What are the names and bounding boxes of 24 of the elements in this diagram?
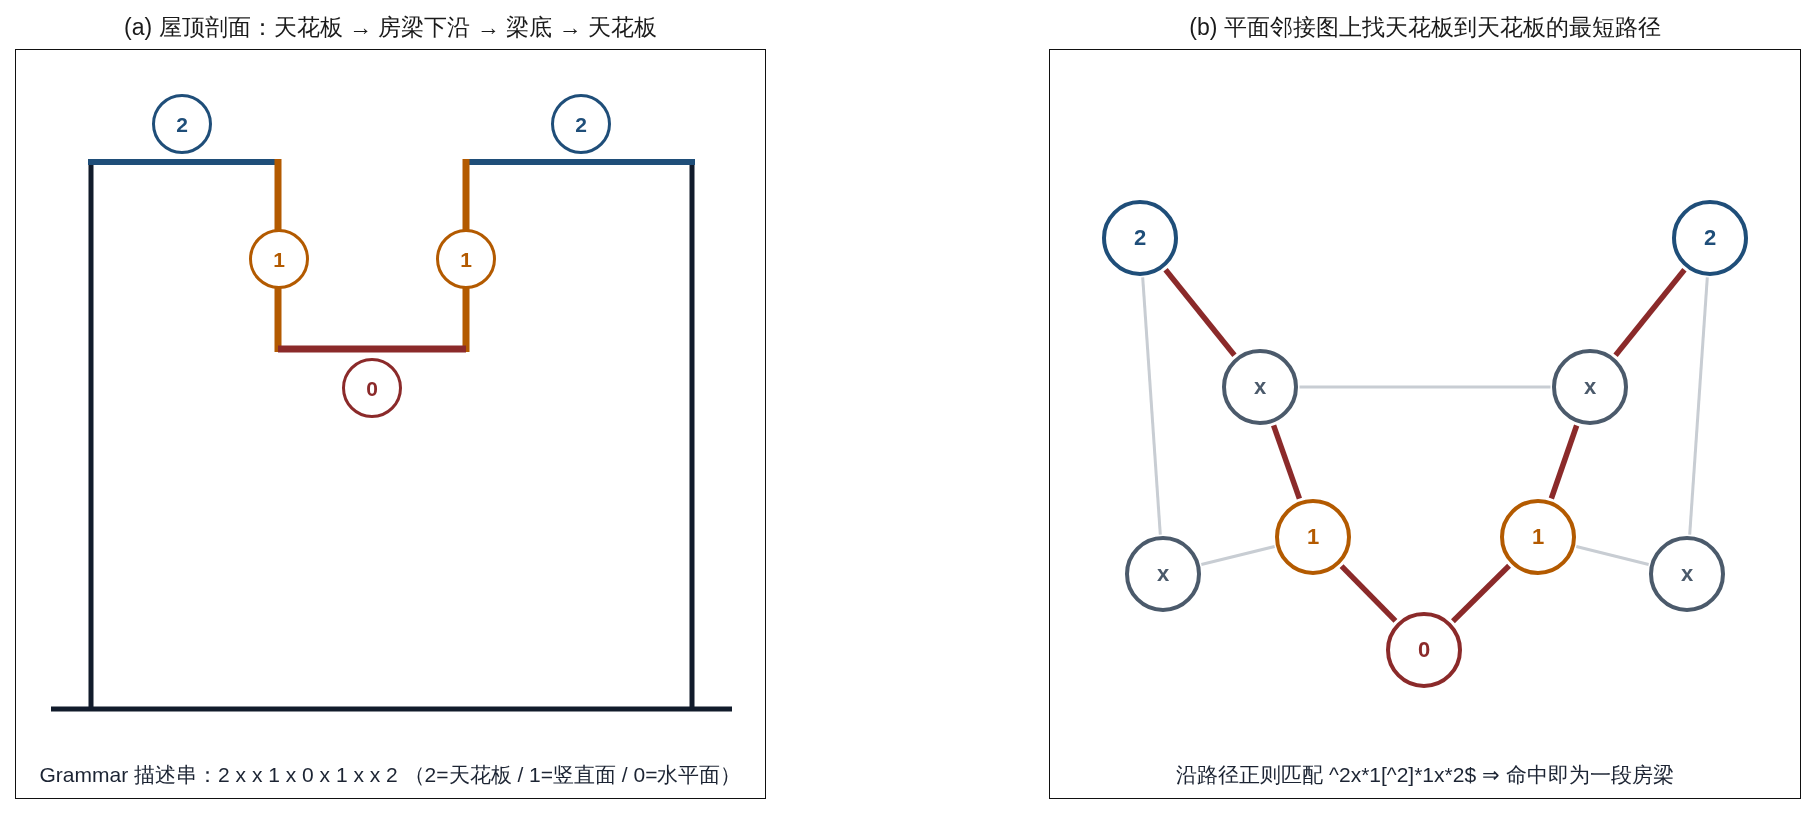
adjacency-edge (1141, 277, 1162, 535)
path-edge (1548, 424, 1580, 500)
panel-note: Grammar 描述串：2 x x 1 x 0 x 1 x x 2 （2=天花板 / 1=竖直面 / 0=水平面） (39, 762, 742, 788)
panel-title: (a) 屋顶剖面：天花板 → 房梁下沿 → 梁底 → 天花板 (124, 13, 657, 42)
panel-note: 沿路径正则匹配 ^2x*1[^2]*1x*2$ ⇒ 命中即为一段房梁 (1176, 762, 1674, 788)
path-edge (1163, 268, 1237, 357)
graph-node: 1 (1500, 499, 1576, 575)
adjacency-edge (1299, 385, 1551, 389)
path-edge (1271, 424, 1302, 500)
graph-node: x (1125, 536, 1201, 612)
graph-node: 1 (1275, 499, 1351, 575)
panel-title: (b) 平面邻接图上找天花板到天花板的最短路径 (1189, 13, 1661, 42)
adjacency-edge (1575, 545, 1650, 566)
path-edge (1451, 563, 1511, 624)
graph-node: x (1222, 349, 1298, 425)
graph-node: 2 (1102, 200, 1178, 276)
path-edge (1613, 268, 1687, 357)
graph-node: x (1552, 349, 1628, 425)
adjacency-edge (1201, 545, 1275, 566)
path-edge (1339, 564, 1398, 623)
graph-node: x (1649, 536, 1725, 612)
adjacency-edge (1688, 277, 1709, 535)
graph-node: 2 (1672, 200, 1748, 276)
graph-node: 0 (1386, 612, 1462, 688)
